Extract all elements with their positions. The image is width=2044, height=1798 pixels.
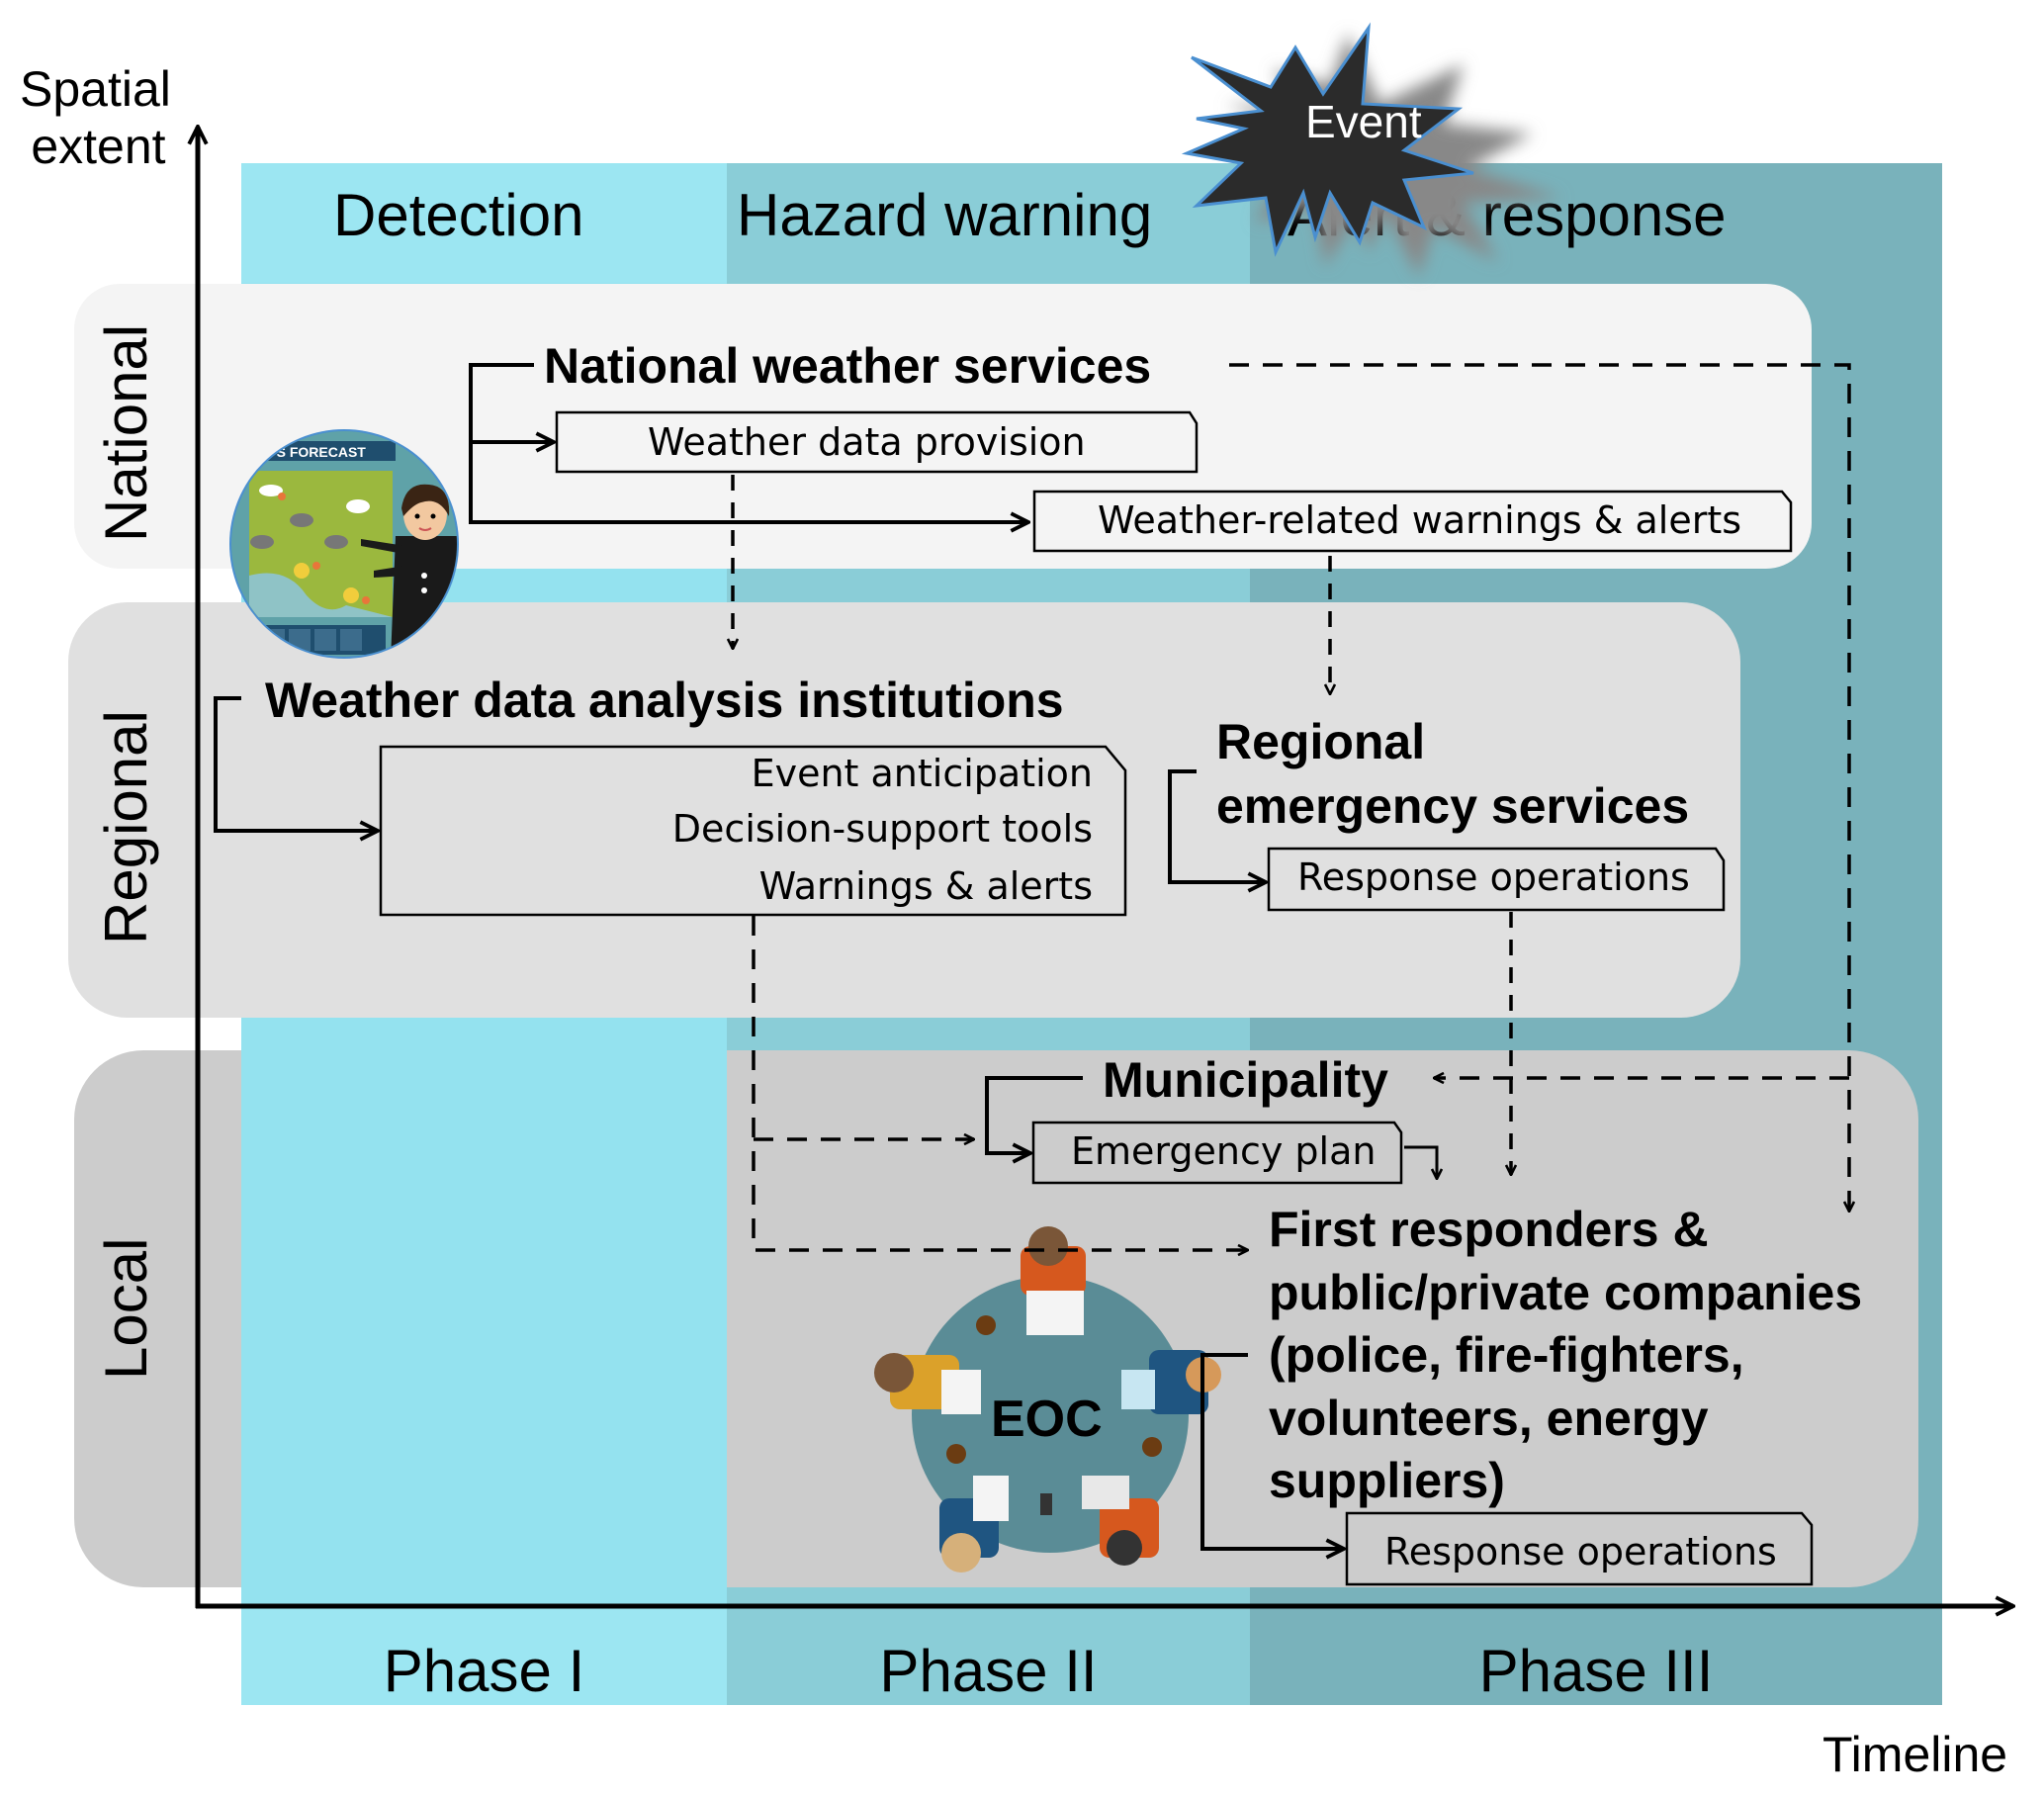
local-phase-1-overlay (241, 1050, 727, 1587)
phase-1-header: Detection (333, 182, 584, 248)
box-weather-warnings (1032, 490, 1793, 553)
regional-emergency-title-line1: Regional (1216, 714, 1426, 769)
box-regional-response (1267, 847, 1726, 912)
regional-analysis-title: Weather data analysis institutions (265, 673, 1064, 728)
regional-emergency-title: Regional emergency services (1216, 710, 1689, 839)
eoc-person-left (874, 1353, 981, 1414)
municipality-title: Municipality (1103, 1052, 1388, 1108)
box-emergency-plan (1031, 1121, 1403, 1185)
eoc-person-bottom-right (1082, 1476, 1159, 1566)
first-responders-line-3: (police, fire-fighters, (1269, 1327, 1744, 1383)
municipality-bracket (985, 1076, 1083, 1153)
regional-emergency-title-line2: emergency services (1216, 778, 1690, 834)
first-responders-line-1: First responders & (1269, 1202, 1709, 1257)
eoc-label: EOC (991, 1391, 1103, 1448)
analysis-line-2: Decision-support tools (671, 807, 1093, 851)
emergency-plan-to-first-responders (1404, 1145, 1437, 1179)
x-axis-label: Timeline (1822, 1727, 2008, 1782)
first-responders-line-5: suppliers) (1269, 1453, 1505, 1508)
box-analysis-outputs (379, 745, 1127, 917)
dashed-national-to-first-responders (1229, 363, 1849, 1212)
box-text-emergency-plan: Emergency plan (1071, 1129, 1377, 1173)
first-responders-bracket (1200, 1353, 1344, 1549)
phase-3-label: Phase III (1478, 1638, 1714, 1704)
box-text-analysis-outputs: Event anticipation Decision-support tool… (381, 747, 1093, 915)
event-starburst (1181, 22, 1562, 277)
y-axis-label-line2: extent (31, 118, 166, 174)
regional-emergency-bracket (1168, 769, 1266, 882)
analysis-line-1: Event anticipation (751, 752, 1093, 795)
box-text-weather-warnings: Weather-related warnings & alerts (1098, 498, 1742, 542)
eoc-person-top (1021, 1226, 1086, 1335)
phase-2-label: Phase II (879, 1638, 1098, 1704)
phase-2-header: Hazard warning (737, 182, 1153, 248)
box-text-regional-response: Response operations (1297, 855, 1690, 899)
box-text-local-response: Response operations (1384, 1530, 1777, 1573)
analysis-line-3: Warnings & alerts (758, 864, 1093, 908)
first-responders-line-2: public/private companies (1269, 1264, 1863, 1320)
box-text-weather-data-provision: Weather data provision (648, 420, 1086, 464)
first-responders-line-4: volunteers, energy (1269, 1390, 1709, 1446)
phase-1-label: Phase I (383, 1638, 585, 1704)
weather-forecaster-icon: DAY'S FORECAST (229, 429, 459, 659)
y-axis-label: Spatial extent (20, 61, 171, 175)
box-local-response (1345, 1511, 1814, 1586)
regional-analysis-bracket (214, 696, 378, 831)
dashed-analysis-to-local (752, 916, 1248, 1250)
eoc-person-bottom-left (939, 1476, 1009, 1573)
box-weather-data-provision (555, 410, 1199, 474)
first-responders-title: First responders & public/private compan… (1269, 1199, 1862, 1513)
event-label: Event (1305, 96, 1422, 147)
y-axis-label-line1: Spatial (20, 61, 171, 117)
national-org-title: National weather services (544, 338, 1152, 394)
